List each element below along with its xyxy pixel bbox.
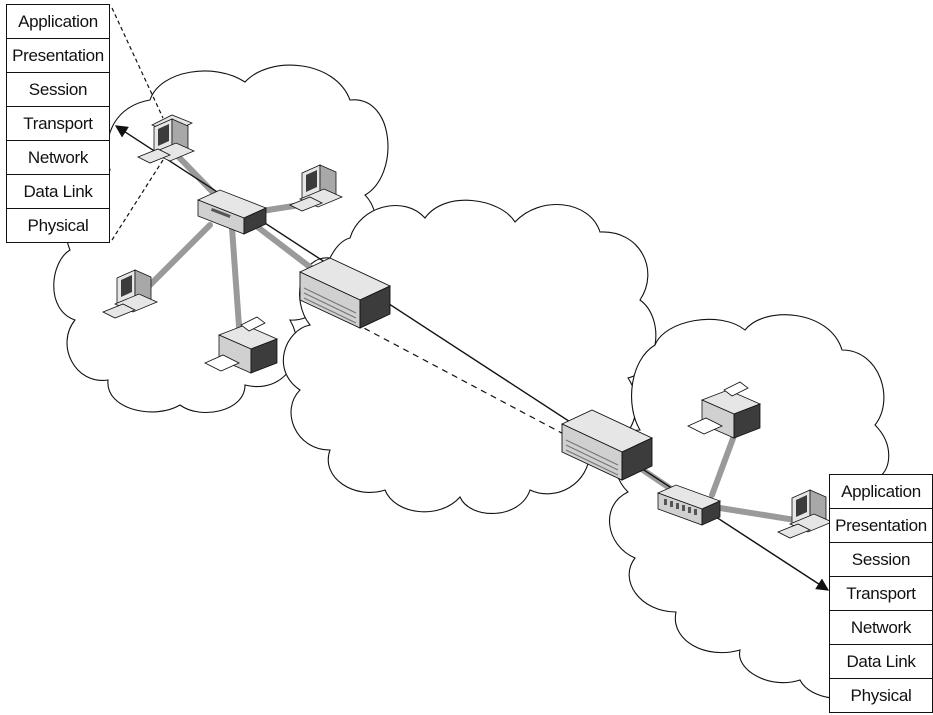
osi-layer-network: Network — [830, 611, 933, 645]
osi-layer-physical: Physical — [830, 679, 933, 713]
osi-layer-session: Session — [7, 73, 110, 107]
osi-layer-presentation: Presentation — [830, 509, 933, 543]
osi-layer-session: Session — [830, 543, 933, 577]
osi-layer-data-link: Data Link — [830, 645, 933, 679]
osi-layer-presentation: Presentation — [7, 39, 110, 73]
right-osi-stack: Application Presentation Session Transpo… — [829, 474, 933, 713]
osi-layer-application: Application — [830, 475, 933, 509]
left-osi-stack: Application Presentation Session Transpo… — [6, 4, 110, 243]
osi-layer-application: Application — [7, 5, 110, 39]
osi-layer-physical: Physical — [7, 209, 110, 243]
osi-layer-network: Network — [7, 141, 110, 175]
osi-layer-transport: Transport — [7, 107, 110, 141]
osi-layer-data-link: Data Link — [7, 175, 110, 209]
osi-layer-transport: Transport — [830, 577, 933, 611]
